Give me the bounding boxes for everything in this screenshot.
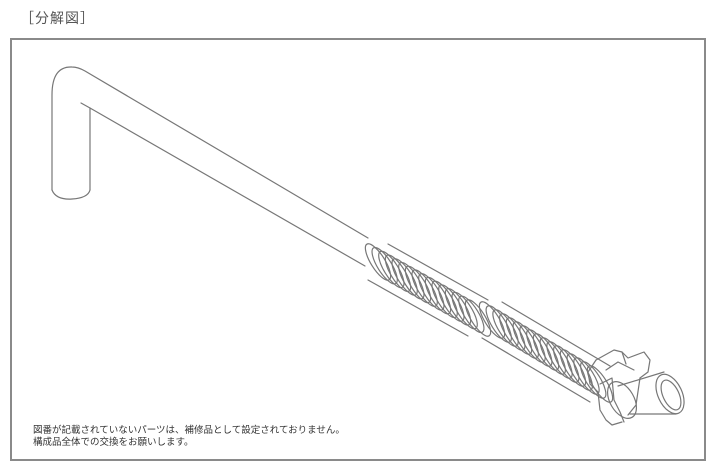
spring-coil-upper [364,243,492,337]
parts-note-line2: 構成品全体での交換をお願いします。 [33,437,194,448]
parts-note: 図番が記載されていないパーツは、補修品として設定されておりません。 構成品全体で… [33,425,345,449]
diagram-heading: ［分解図］ [20,11,95,27]
bent-pipe [51,66,369,267]
hex-nut [587,349,651,426]
diagram-frame [10,38,706,461]
spring-coil-lower [478,301,614,403]
tube-end [617,371,685,415]
parts-note-line1: 図番が記載されていないパーツは、補修品として設定されておりません。 [33,425,345,436]
